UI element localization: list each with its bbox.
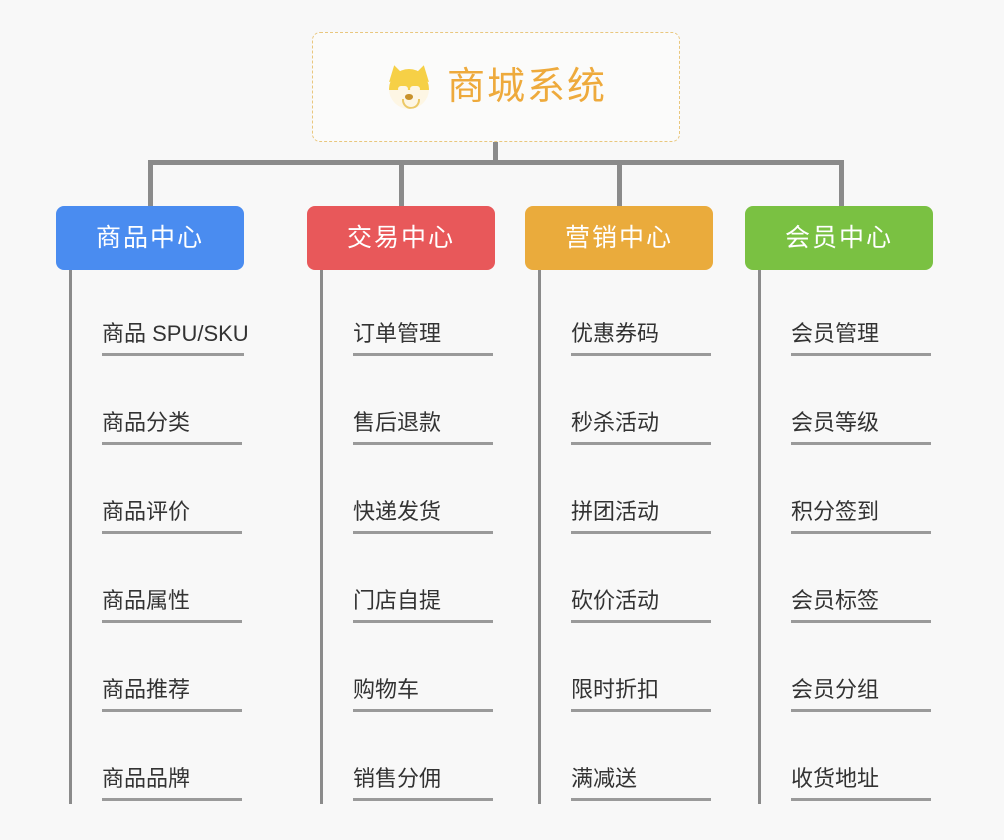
- leaf-label-购物车: 购物车: [353, 677, 493, 712]
- leaf-item[interactable]: 会员等级: [761, 359, 933, 448]
- leaf-item[interactable]: 商品推荐: [72, 626, 244, 715]
- leaf-item[interactable]: 订单管理: [323, 270, 495, 359]
- leaf-label-销售分佣: 销售分佣: [353, 766, 493, 801]
- connector-drop-1: [399, 160, 404, 208]
- leaf-item[interactable]: 购物车: [323, 626, 495, 715]
- leaf-item[interactable]: 满减送: [541, 715, 713, 804]
- leaf-label-商品分类: 商品分类: [102, 410, 242, 445]
- leaf-label-商品评价: 商品评价: [102, 499, 242, 534]
- leaf-label-商品品牌: 商品品牌: [102, 766, 242, 801]
- connector-drop-3: [839, 160, 844, 208]
- branch-column-3: 会员中心会员管理会员等级积分签到会员标签会员分组收货地址: [745, 206, 933, 804]
- leaf-label-限时折扣: 限时折扣: [571, 677, 711, 712]
- leaf-item[interactable]: 会员分组: [761, 626, 933, 715]
- leaf-label-优惠券码: 优惠券码: [571, 321, 711, 356]
- leaf-label-会员分组: 会员分组: [791, 677, 931, 712]
- leaf-label-砍价活动: 砍价活动: [571, 588, 711, 623]
- leaf-item[interactable]: 销售分佣: [323, 715, 495, 804]
- leaf-label-商品推荐: 商品推荐: [102, 677, 242, 712]
- leaf-item[interactable]: 快递发货: [323, 448, 495, 537]
- leaf-item[interactable]: 商品属性: [72, 537, 244, 626]
- leaf-item[interactable]: 商品 SPU/SKU: [72, 270, 249, 359]
- leaf-label-秒杀活动: 秒杀活动: [571, 410, 711, 445]
- leaf-label-满减送: 满减送: [571, 766, 711, 801]
- dog-face-icon: [385, 63, 433, 111]
- leaf-item[interactable]: 会员管理: [761, 270, 933, 359]
- leaf-label-积分签到: 积分签到: [791, 499, 931, 534]
- leaf-label-拼团活动: 拼团活动: [571, 499, 711, 534]
- leaf-label-售后退款: 售后退款: [353, 410, 493, 445]
- connector-drop-0: [148, 160, 153, 208]
- branch-column-2: 营销中心优惠券码秒杀活动拼团活动砍价活动限时折扣满减送: [525, 206, 713, 804]
- branch-header-会员中心[interactable]: 会员中心: [745, 206, 933, 270]
- leaf-list-2: 优惠券码秒杀活动拼团活动砍价活动限时折扣满减送: [538, 270, 713, 804]
- leaf-list-3: 会员管理会员等级积分签到会员标签会员分组收货地址: [758, 270, 933, 804]
- branch-column-1: 交易中心订单管理售后退款快递发货门店自提购物车销售分佣: [307, 206, 495, 804]
- leaf-item[interactable]: 砍价活动: [541, 537, 713, 626]
- connector-trunk-horizontal: [148, 160, 844, 165]
- leaf-label-收货地址: 收货地址: [791, 766, 931, 801]
- leaf-item[interactable]: 会员标签: [761, 537, 933, 626]
- leaf-item[interactable]: 收货地址: [761, 715, 933, 804]
- leaf-list-0: 商品 SPU/SKU 商品分类商品评价商品属性商品推荐商品品牌: [69, 270, 249, 804]
- leaf-item[interactable]: 优惠券码: [541, 270, 713, 359]
- connector-trunk-vertical: [493, 142, 498, 164]
- leaf-item[interactable]: 限时折扣: [541, 626, 713, 715]
- connector-drop-2: [617, 160, 622, 208]
- leaf-label-订单管理: 订单管理: [353, 321, 493, 356]
- leaf-item[interactable]: 售后退款: [323, 359, 495, 448]
- branch-header-交易中心[interactable]: 交易中心: [307, 206, 495, 270]
- leaf-label-会员标签: 会员标签: [791, 588, 931, 623]
- leaf-label-会员管理: 会员管理: [791, 321, 931, 356]
- leaf-label-快递发货: 快递发货: [353, 499, 493, 534]
- branch-column-0: 商品中心商品 SPU/SKU 商品分类商品评价商品属性商品推荐商品品牌: [56, 206, 249, 804]
- leaf-label-门店自提: 门店自提: [353, 588, 493, 623]
- leaf-list-1: 订单管理售后退款快递发货门店自提购物车销售分佣: [320, 270, 495, 804]
- leaf-item[interactable]: 商品评价: [72, 448, 244, 537]
- leaf-item[interactable]: 拼团活动: [541, 448, 713, 537]
- leaf-item[interactable]: 商品分类: [72, 359, 244, 448]
- leaf-label-商品-spu-sku: 商品 SPU/SKU: [102, 321, 249, 356]
- root-node[interactable]: 商城系统: [312, 32, 680, 142]
- leaf-item[interactable]: 门店自提: [323, 537, 495, 626]
- leaf-item[interactable]: 积分签到: [761, 448, 933, 537]
- leaf-label-会员等级: 会员等级: [791, 410, 931, 445]
- leaf-label-商品属性: 商品属性: [102, 588, 242, 623]
- root-title: 商城系统: [446, 66, 607, 108]
- leaf-item[interactable]: 秒杀活动: [541, 359, 713, 448]
- leaf-item[interactable]: 商品品牌: [72, 715, 244, 804]
- branch-header-商品中心[interactable]: 商品中心: [56, 206, 244, 270]
- branch-header-营销中心[interactable]: 营销中心: [525, 206, 713, 270]
